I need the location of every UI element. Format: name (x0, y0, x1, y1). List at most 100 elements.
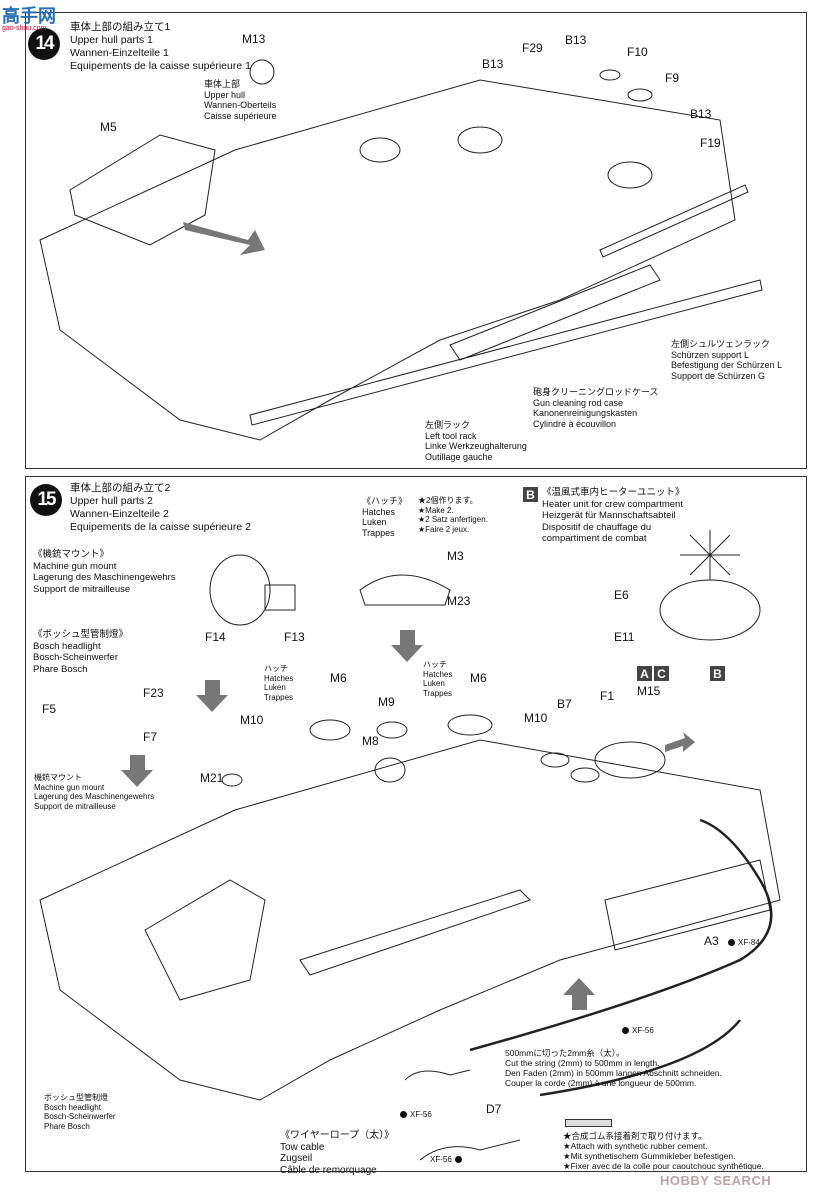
part-b13: B13 (565, 33, 587, 47)
step-15-panel (25, 476, 807, 1172)
paint-dot-icon (454, 1156, 462, 1164)
arrow-icon (121, 755, 153, 787)
part-m3: M3 (447, 549, 464, 563)
tow-eye-drawing (404, 1069, 521, 1161)
site-logo: 高手网 gao-shou.com (2, 2, 72, 32)
cleaning-rod-drawing (449, 264, 661, 361)
m8-drawing (374, 757, 406, 783)
part-b13: B13 (482, 57, 504, 71)
title-en: Upper hull parts 1 (70, 34, 153, 46)
hobby-search-watermark: HOBBY SEARCH (660, 1173, 772, 1188)
paint-xf56: XF-56 (400, 1110, 432, 1119)
schurzen-rack-drawing (249, 279, 763, 426)
m15-drawing (594, 741, 666, 779)
arrow-icon (183, 222, 265, 255)
part-b13: B13 (690, 107, 712, 121)
arrow-icon (391, 630, 423, 662)
paint-dot-icon (622, 1027, 629, 1035)
part-b7: B7 (557, 697, 572, 711)
letter-b-badge: B (523, 487, 538, 502)
paint-dot-icon (400, 1111, 407, 1119)
b7-drawing (540, 752, 570, 768)
string-cut-note: 500mmに切った2mm糸（太）。Cut the string (2mm) to… (505, 1048, 722, 1088)
part-m23: M23 (447, 594, 471, 608)
f9-drawing (627, 88, 653, 102)
tow-cable-drawing (469, 818, 773, 1097)
part-m9: M9 (378, 695, 395, 709)
step-14-badge: 14 (28, 28, 60, 60)
part-m10: M10 (240, 713, 264, 727)
arrow-icon (563, 978, 595, 1010)
part-f1: F1 (600, 689, 615, 703)
cement-note: ★合成ゴム系接着剤で取り付けます。★Attach with synthetic … (563, 1131, 764, 1171)
part-m5: M5 (100, 120, 117, 134)
e6-fan-drawing (680, 530, 740, 580)
part-f19: F19 (700, 136, 721, 150)
glue-tube-icon (565, 1119, 612, 1127)
m13-hatch-drawing (249, 59, 275, 85)
title-fr: Equipements de la caisse supérieure 1 (70, 60, 251, 72)
part-m13: M13 (242, 32, 266, 46)
step-15-badge: 15 (30, 484, 62, 516)
part-d7: D7 (486, 1102, 502, 1116)
part-m8: M8 (362, 734, 379, 748)
part-f10: F10 (627, 45, 648, 59)
letter-c-badge: C (654, 666, 669, 681)
cleaning-rod-2-drawing (299, 889, 531, 976)
paint-xf84: XF-84 (728, 938, 760, 947)
step-14-panel (25, 12, 807, 469)
part-m6: M6 (470, 671, 487, 685)
part-m10: M10 (524, 711, 548, 725)
paint-xf56: XF-56 (430, 1155, 465, 1164)
heater-unit-label: 《温風式車内ヒーターユニット》Heater unit for crew comp… (542, 487, 685, 544)
make-two-note: ★2個作ります。★Make 2.★2 Satz anfertigen.★Fair… (418, 496, 488, 534)
mg-mount-plate-drawing (144, 879, 266, 1001)
part-a3: A3 (704, 934, 719, 948)
m21-drawing (221, 773, 243, 787)
mg-mount-drawing (209, 554, 271, 626)
part-f7: F7 (143, 730, 158, 744)
part-f13: F13 (284, 630, 305, 644)
paint-xf56: XF-56 (622, 1026, 654, 1035)
step-14-title: 車体上部の組み立て1 Upper hull parts 1 Wannen-Ein… (70, 21, 251, 73)
logo-text: 高手网 (2, 6, 56, 26)
letter-a-badge: A (637, 666, 652, 681)
part-e11: E11 (614, 630, 635, 644)
arrow-icon (196, 680, 228, 712)
part-f14: F14 (205, 630, 226, 644)
logo-subtext: gao-shou.com (2, 25, 47, 32)
m23-hatch-drawing (359, 574, 451, 606)
part-m15: M15 (637, 684, 661, 698)
f19-rail-drawing (599, 184, 749, 258)
part-e6: E6 (614, 588, 629, 602)
title-de: Wannen-Einzelteile 1 (70, 47, 169, 59)
part-m6: M6 (330, 671, 347, 685)
part-f9: F9 (665, 71, 680, 85)
part-m21: M21 (200, 771, 224, 785)
part-f5: F5 (42, 702, 57, 716)
upper-hull-2-drawing (39, 739, 781, 1101)
f10-drawing (599, 69, 621, 81)
upper-hull-drawing (39, 79, 736, 441)
paint-dot-icon (728, 939, 735, 947)
part-f29: F29 (522, 41, 543, 55)
m5-plate-drawing (69, 134, 216, 246)
m9-drawing (376, 721, 408, 739)
letter-b-badge: B (710, 666, 725, 681)
f13-drawing (264, 584, 296, 611)
part-f23: F23 (143, 686, 164, 700)
